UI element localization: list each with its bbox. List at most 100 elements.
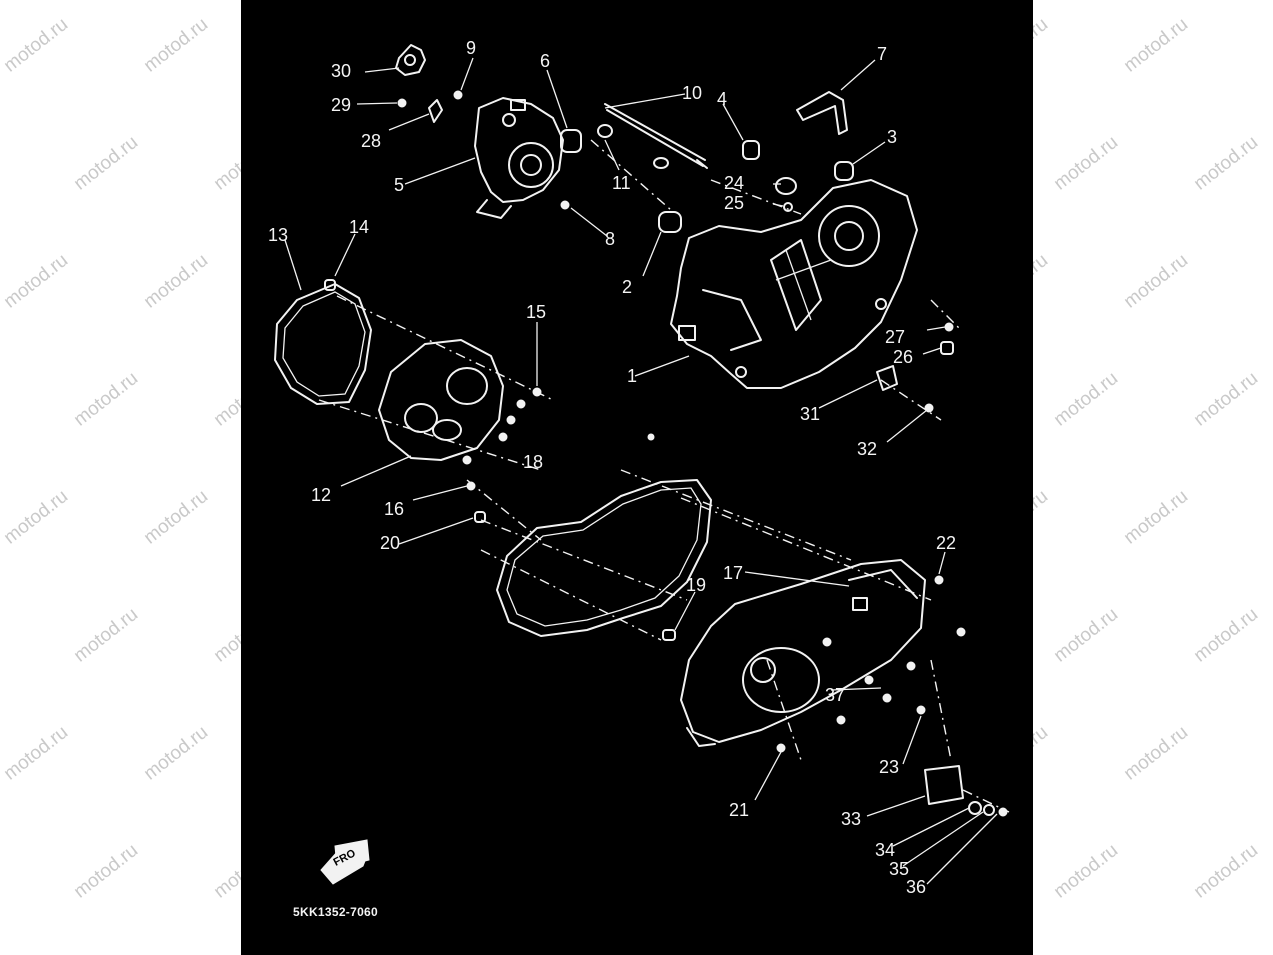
- part-label-23: 23: [879, 757, 900, 777]
- watermark-text: motod.ru: [70, 603, 143, 667]
- watermark-text: motod.ru: [140, 13, 213, 77]
- part-label-15: 15: [526, 302, 547, 322]
- part-label-12: 12: [311, 485, 332, 505]
- part-27-bolt: [944, 322, 954, 332]
- watermark-text: motod.ru: [1190, 367, 1263, 431]
- assembly-lines: [318, 139, 1010, 813]
- part-34-washer: [968, 801, 982, 815]
- part-18-gasket: [496, 433, 712, 637]
- part-label-3: 3: [887, 127, 898, 147]
- part-29-bolt: [397, 98, 407, 108]
- watermark-text: motod.ru: [1190, 603, 1263, 667]
- part-31-bracket: [876, 365, 898, 391]
- watermark-text: motod.ru: [1050, 131, 1123, 195]
- watermark-text: motod.ru: [0, 603, 3, 667]
- part-30-cap: [395, 44, 426, 76]
- part-label-16: 16: [384, 499, 405, 519]
- part-24-seal: [775, 177, 797, 195]
- part-label-36: 36: [906, 877, 927, 897]
- part-label-21: 21: [729, 800, 750, 820]
- part-label-11: 11: [612, 173, 631, 193]
- part-label-25: 25: [724, 193, 745, 213]
- watermark-text: motod.ru: [0, 721, 73, 785]
- part-13-gasket: [274, 283, 372, 405]
- watermark-text: motod.ru: [1190, 839, 1263, 903]
- part-2-bearing: [658, 211, 682, 233]
- watermark-text: motod.ru: [1120, 485, 1193, 549]
- exploded-parts-diagram: 30 29 28 9 6 10 7 4 3 5 11 24 25 8 13 14…: [241, 0, 1033, 955]
- part-25-oring: [783, 202, 793, 212]
- part-12-cover: [378, 339, 504, 461]
- part-label-32: 32: [857, 439, 878, 459]
- watermark-text: motod.ru: [70, 367, 143, 431]
- part-label-7: 7: [877, 44, 888, 64]
- watermark-text: motod.ru: [1120, 721, 1193, 785]
- watermark-text: motod.ru: [140, 721, 213, 785]
- part-label-37: 37: [825, 685, 846, 705]
- part-22-bolts: [934, 575, 966, 637]
- watermark-text: motod.ru: [140, 249, 213, 313]
- watermark-text: motod.ru: [0, 485, 73, 549]
- part-label-4: 4: [717, 89, 728, 109]
- front-arrow-icon: [320, 839, 370, 885]
- part-8-bolt: [560, 200, 570, 210]
- part-21-bolt: [776, 743, 786, 753]
- part-label-30: 30: [331, 61, 352, 81]
- part-label-5: 5: [394, 175, 405, 195]
- part-35-washer: [983, 804, 995, 816]
- part-label-14: 14: [349, 217, 370, 237]
- diagram-code: 5KK1352-7060: [293, 905, 378, 919]
- part-label-8: 8: [605, 229, 616, 249]
- part-label-31: 31: [800, 404, 821, 424]
- watermark-text: motod.ru: [1120, 249, 1193, 313]
- part-label-18: 18: [523, 452, 544, 472]
- part-23-bolts: [906, 661, 926, 715]
- leader-lines: [284, 57, 998, 885]
- part-37-screws: [822, 637, 892, 725]
- part-label-28: 28: [361, 131, 382, 151]
- part-14-dowel: [324, 279, 336, 291]
- watermark-text: motod.ru: [70, 131, 143, 195]
- part-label-26: 26: [893, 347, 914, 367]
- diagram-drawing: [274, 44, 1010, 885]
- watermark-text: motod.ru: [0, 839, 3, 903]
- part-33-block: [924, 765, 964, 805]
- part-5-housing: [474, 97, 564, 219]
- watermark-text: motod.ru: [70, 839, 143, 903]
- part-label-19: 19: [686, 575, 707, 595]
- part-label-20: 20: [380, 533, 401, 553]
- watermark-text: motod.ru: [0, 13, 73, 77]
- part-label-13: 13: [268, 225, 289, 245]
- part-label-35: 35: [889, 859, 910, 879]
- part-19-dowel: [662, 629, 676, 641]
- watermark-text: motod.ru: [1190, 131, 1263, 195]
- part-26-bolt: [940, 341, 954, 355]
- part-label-24: 24: [724, 173, 745, 193]
- part-11-washer: [597, 124, 669, 169]
- part-label-33: 33: [841, 809, 862, 829]
- part-label-22: 22: [936, 533, 957, 553]
- part-label-6: 6: [540, 51, 551, 71]
- part-9-bolt: [453, 90, 463, 100]
- part-17-cover: [680, 559, 926, 747]
- part-28-clip: [428, 99, 443, 123]
- watermark-text: motod.ru: [1050, 839, 1123, 903]
- watermark-text: motod.ru: [140, 485, 213, 549]
- watermark-text: motod.ru: [0, 249, 73, 313]
- part-7-hose: [796, 91, 848, 135]
- watermark-text: motod.ru: [0, 131, 3, 195]
- part-10-pipe: [604, 103, 708, 169]
- part-4-cap: [742, 140, 760, 160]
- part-1-crankcase: [670, 179, 918, 389]
- watermark-text: motod.ru: [1050, 603, 1123, 667]
- watermark-text: motod.ru: [1120, 13, 1193, 77]
- part-label-34: 34: [875, 840, 896, 860]
- part-label-29: 29: [331, 95, 352, 115]
- part-6-bushing: [560, 129, 582, 153]
- part-label-1: 1: [627, 366, 638, 386]
- part-3-bushing: [834, 161, 854, 181]
- watermark-text: motod.ru: [0, 367, 3, 431]
- part-label-17: 17: [723, 563, 744, 583]
- part-label-27: 27: [885, 327, 906, 347]
- part-label-2: 2: [622, 277, 633, 297]
